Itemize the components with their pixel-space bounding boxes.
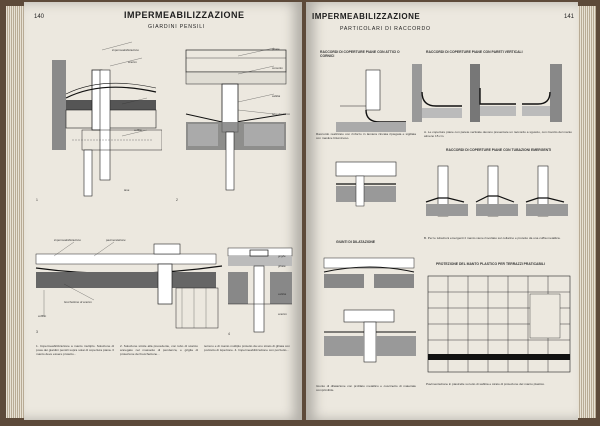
parete-detail-3 — [522, 64, 562, 122]
body-text: A. Le coperture piane con parete vertica… — [424, 130, 572, 138]
page-subtitle: PARTICOLARI DI RACCORDO — [340, 26, 431, 32]
text-column: terreno e di manto multiplo protetto da … — [204, 344, 290, 352]
figure-label: lana — [124, 188, 130, 192]
protezione-grid — [427, 275, 571, 373]
figure-label: ghiaia — [278, 264, 286, 268]
figure-3-drawing — [35, 241, 223, 329]
text-column: 2. Soluzione simile alla precedente, con… — [120, 344, 198, 356]
section-heading: RACCORDI DI COPERTURE PIANE CON ATTICI O… — [320, 50, 400, 59]
figure-number: 2 — [176, 198, 178, 202]
figure-label: soffitto — [38, 314, 47, 318]
figure-label: impermeabilizzazione — [54, 238, 81, 242]
section-heading: RACCORDI DI COPERTURE PIANE CON TUBAZION… — [446, 148, 552, 152]
section-heading: PROTEZIONE DEL MANTO PLASTICO PER TERRAZ… — [436, 262, 545, 266]
page-number: 140 — [34, 14, 45, 20]
page-subtitle: GIARDINI PENSILI — [148, 24, 206, 30]
body-text: Pavimentazione in piastrelle su letto di… — [426, 382, 546, 386]
section-heading: GIUNTI DI DILATAZIONE — [336, 240, 376, 244]
page-title: IMPERMEABILIZZAZIONE — [312, 12, 421, 21]
figure-label: impermeabilizzazione — [112, 48, 139, 52]
figure-label: soffitto — [134, 128, 143, 132]
figure-label: sabbia — [278, 292, 287, 296]
figure-label: scarico — [128, 60, 137, 64]
figure-number: 3 — [36, 330, 38, 334]
figure-number: 4 — [228, 332, 230, 336]
figure-1-drawing — [52, 41, 162, 197]
figure-label: scarico — [278, 312, 287, 316]
figure-label: sabbia — [272, 94, 281, 98]
parete-detail-2 — [470, 64, 516, 122]
page-edges-left — [6, 6, 26, 418]
figure-4-drawing — [227, 247, 293, 333]
section-heading: RACCORDI DI COPERTURE PIANE CON PARETI V… — [426, 50, 523, 54]
body-text: Raccordo realizzato con rinforzo in lami… — [316, 132, 416, 140]
giunti-details — [323, 257, 416, 363]
open-book: 140 IMPERMEABILIZZAZIONE GIARDINI PENSIL… — [6, 2, 596, 422]
cornice-detail-2 — [335, 161, 397, 207]
figure-label: cemento — [272, 66, 283, 70]
figure-2-drawing — [185, 47, 287, 191]
left-page: 140 IMPERMEABILIZZAZIONE GIARDINI PENSIL… — [24, 2, 302, 420]
page-edges-right — [576, 6, 596, 418]
cornice-detail-1 — [336, 69, 406, 132]
figure-label: griglia — [278, 254, 286, 258]
right-page: IMPERMEABILIZZAZIONE 141 PARTICOLARI DI … — [306, 2, 578, 420]
tubazioni-details — [425, 165, 568, 217]
figure-label: bocchettone di scarico — [64, 300, 92, 304]
text-column: 1. Impermeabilizzazione a manto multiplo… — [36, 344, 114, 356]
body-text: Giunto di dilatazione con profilato meta… — [316, 384, 416, 392]
parete-detail-1 — [412, 64, 462, 122]
figure-label: ghiaia — [272, 47, 280, 51]
page-number: 141 — [564, 14, 575, 20]
figure-label: tubo di scarico — [272, 112, 291, 116]
figure-label: pavimentazione — [106, 238, 126, 242]
page-title: IMPERMEABILIZZAZIONE — [124, 10, 245, 20]
figure-number: 1 — [36, 198, 38, 202]
body-text: B. Per le tubazioni emergenti il manto v… — [424, 236, 561, 240]
